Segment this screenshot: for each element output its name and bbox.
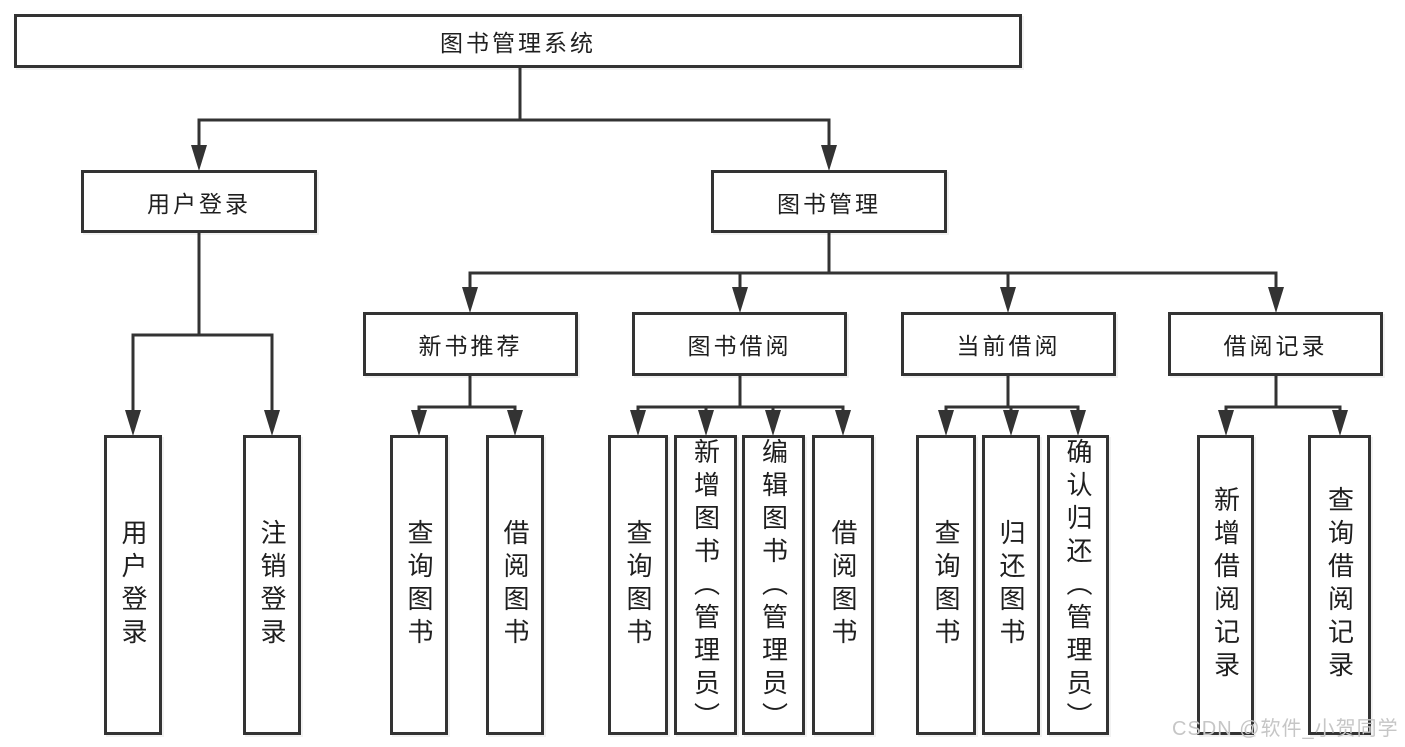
leaf-query-borrow-record-label: 查询借阅记录: [1324, 486, 1355, 684]
leaf-borrow-books-1: 借阅图书: [486, 435, 544, 735]
leaf-edit-book-admin-label: 编辑图书（管理员）: [758, 438, 789, 735]
node-borrow-records: 借阅记录: [1168, 312, 1383, 376]
leaf-query-books-3-label: 查询图书: [931, 519, 961, 651]
leaf-add-book-admin: 新增图书（管理员）: [674, 435, 737, 735]
leaf-logout-label: 注销登录: [257, 519, 287, 651]
leaf-borrow-books-2-label: 借阅图书: [828, 519, 858, 651]
leaf-user-login-label: 用户登录: [118, 519, 148, 651]
leaf-confirm-return-admin: 确认归还（管理员）: [1047, 435, 1109, 735]
leaf-query-books-3: 查询图书: [916, 435, 976, 735]
leaf-query-books-1: 查询图书: [390, 435, 448, 735]
leaf-query-books-1-label: 查询图书: [404, 519, 434, 651]
leaf-add-borrow-record: 新增借阅记录: [1197, 435, 1254, 735]
leaf-return-book-label: 归还图书: [996, 519, 1026, 651]
leaf-query-books-2: 查询图书: [608, 435, 668, 735]
leaf-logout: 注销登录: [243, 435, 301, 735]
node-current-borrow: 当前借阅: [901, 312, 1116, 376]
leaf-return-book: 归还图书: [982, 435, 1040, 735]
leaf-query-borrow-record: 查询借阅记录: [1308, 435, 1371, 735]
leaf-user-login: 用户登录: [104, 435, 162, 735]
csdn-watermark: CSDN @软件_小贺同学: [1172, 718, 1399, 740]
arrowhead-icons: [125, 145, 1348, 436]
leaf-borrow-books-2: 借阅图书: [812, 435, 874, 735]
leaf-edit-book-admin: 编辑图书（管理员）: [742, 435, 805, 735]
leaf-add-book-admin-label: 新增图书（管理员）: [690, 438, 721, 735]
leaf-add-borrow-record-label: 新增借阅记录: [1210, 486, 1241, 684]
leaf-query-books-2-label: 查询图书: [623, 519, 653, 651]
leaf-borrow-books-1-label: 借阅图书: [500, 519, 530, 651]
node-book-borrow: 图书借阅: [632, 312, 847, 376]
leaf-confirm-return-admin-label: 确认归还（管理员）: [1063, 438, 1093, 735]
root-node: 图书管理系统: [14, 14, 1022, 68]
node-book-management: 图书管理: [711, 170, 947, 233]
node-user-login: 用户登录: [81, 170, 317, 233]
node-new-book-recommend: 新书推荐: [363, 312, 578, 376]
